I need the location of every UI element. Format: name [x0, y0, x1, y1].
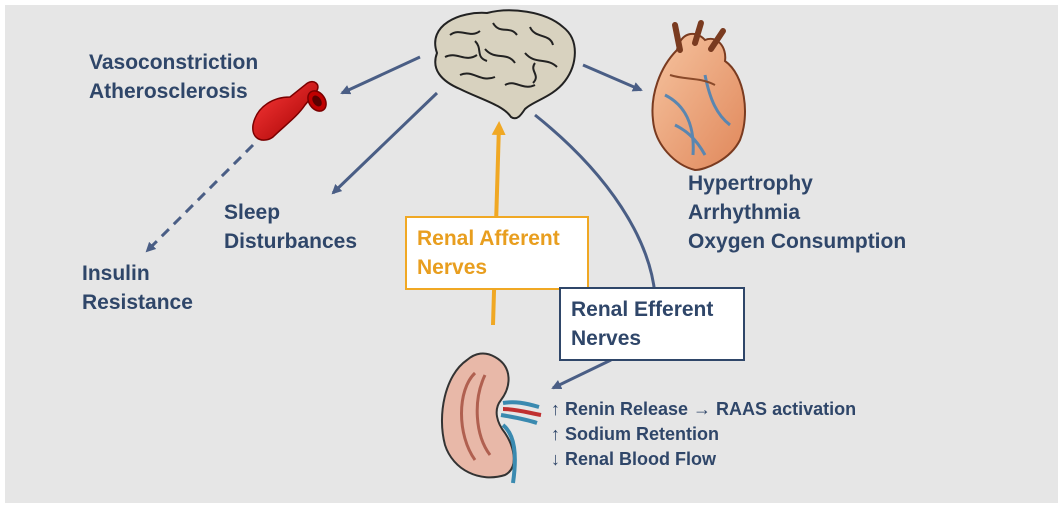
- heart-effect-line: Hypertrophy: [688, 172, 813, 195]
- renal-afferent-nerves-box: Renal Afferent Nerves: [405, 216, 589, 290]
- arrow-brain-to-sleep: [331, 91, 439, 195]
- kidney-effect-item: ↑ Sodium Retention: [551, 424, 719, 444]
- efferent-label-line: Nerves: [571, 327, 642, 350]
- insulin-label-line: Resistance: [82, 291, 193, 314]
- heart-effects-label: Hypertrophy Arrhythmia Oxygen Consumptio…: [688, 169, 906, 256]
- vascular-label-line: Atherosclerosis: [89, 80, 248, 103]
- diagram-canvas: [145, 9, 746, 484]
- afferent-label-line: Nerves: [417, 256, 488, 279]
- blood-vessel-icon: [252, 81, 327, 141]
- kidney-effect-item: ↑ Renin Release → RAAS activation: [551, 399, 857, 419]
- kidney-effects-list: ↑ Renin Release → RAAS activation ↑ Sodi…: [551, 397, 856, 472]
- heart-icon: [651, 20, 746, 172]
- insulin-label-line: Insulin: [82, 262, 150, 285]
- sleep-label-line: Disturbances: [224, 230, 358, 253]
- kidney-effect-item: ↓ Renal Blood Flow: [551, 449, 716, 469]
- efferent-label-line: Renal Efferent: [571, 298, 714, 321]
- arrow-vascular-to-insulin: [145, 143, 255, 253]
- arrow-efferent-curve: [534, 113, 657, 296]
- sleep-label: Sleep Disturbances: [224, 198, 357, 256]
- arrow-brain-to-heart: [582, 63, 643, 92]
- afferent-label-line: Renal Afferent: [417, 227, 560, 250]
- arrow-brain-to-vascular: [340, 55, 421, 95]
- sleep-label-line: Sleep: [224, 201, 281, 224]
- slide: Vasoconstriction Atherosclerosis Sleep D…: [5, 5, 1058, 503]
- vascular-label: Vasoconstriction Atherosclerosis: [89, 48, 258, 106]
- vascular-label-line: Vasoconstriction: [89, 51, 259, 74]
- heart-effect-line: Oxygen Consumption: [688, 230, 907, 253]
- insulin-label: Insulin Resistance: [82, 259, 193, 317]
- arrow-efferent-to-kidney: [551, 358, 612, 390]
- renal-efferent-nerves-box: Renal Efferent Nerves: [559, 287, 745, 361]
- brain-icon: [434, 9, 576, 120]
- kidney-icon: [441, 352, 542, 484]
- heart-effect-line: Arrhythmia: [688, 201, 801, 224]
